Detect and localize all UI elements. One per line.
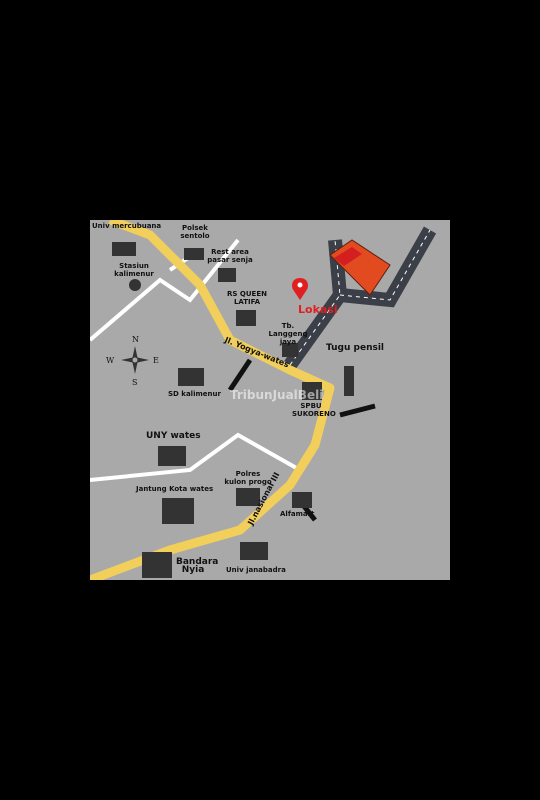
place-rest-area[interactable]: Rest area pasar senja	[207, 248, 253, 264]
building-icons	[112, 242, 354, 578]
location-pin[interactable]	[292, 278, 308, 300]
highway-east-centerline	[339, 229, 431, 301]
main-road-yellow	[90, 220, 335, 580]
compass-south: S	[132, 378, 138, 387]
compass-east: E	[153, 356, 159, 365]
place-spbu-sukoreno[interactable]: SPBU SUKORENO	[292, 402, 336, 418]
white-road-south	[90, 432, 301, 482]
place-tugu-pensil[interactable]: Tugu pensil	[326, 343, 385, 353]
place-stasiun-kalimenur[interactable]: Stasiun kalimenur	[114, 262, 154, 278]
place-uny-wates[interactable]: UNY wates	[146, 431, 201, 441]
black-road-2	[339, 403, 376, 418]
place-sd-kalimenur[interactable]: SD kalimenur	[168, 390, 221, 398]
compass-north: N	[132, 335, 139, 344]
place-rs-queen-latifa[interactable]: RS QUEEN LATIFA	[227, 290, 267, 306]
black-road-1	[227, 358, 253, 392]
location-pin-dot	[297, 282, 303, 288]
compass-west: W	[106, 356, 115, 365]
place-jantung-kota-wates[interactable]: Jantung Kota wates	[136, 485, 214, 493]
place-tb-langgeng-jaya[interactable]: Tb. Langgeng jaya	[268, 322, 308, 346]
land-parcel-lot	[334, 247, 362, 266]
location-label: Lokasi	[298, 303, 338, 316]
compass-rose	[121, 346, 149, 374]
place-alfamart[interactable]: Alfamart	[280, 510, 315, 518]
letterbox-right	[450, 0, 540, 800]
place-univ-mercubuana[interactable]: Univ mercubuana	[92, 222, 162, 230]
place-polres-kulon-progo[interactable]: Polres kulon progo	[224, 470, 272, 486]
map-roads	[90, 220, 437, 580]
letterbox-left	[0, 0, 90, 800]
place-univ-janabadra[interactable]: Univ janabadra	[226, 566, 286, 574]
white-road-north	[90, 238, 240, 342]
place-polsek-sentolo[interactable]: Polsek sentolo	[180, 224, 210, 240]
watermark: TribunJualBeli	[230, 388, 324, 402]
place-bandara-nyia[interactable]: Bandara Nyia	[176, 557, 219, 575]
map-canvas[interactable]: Lokasi TribunJualBeli N S E W Jl. Yogya-…	[90, 220, 450, 580]
